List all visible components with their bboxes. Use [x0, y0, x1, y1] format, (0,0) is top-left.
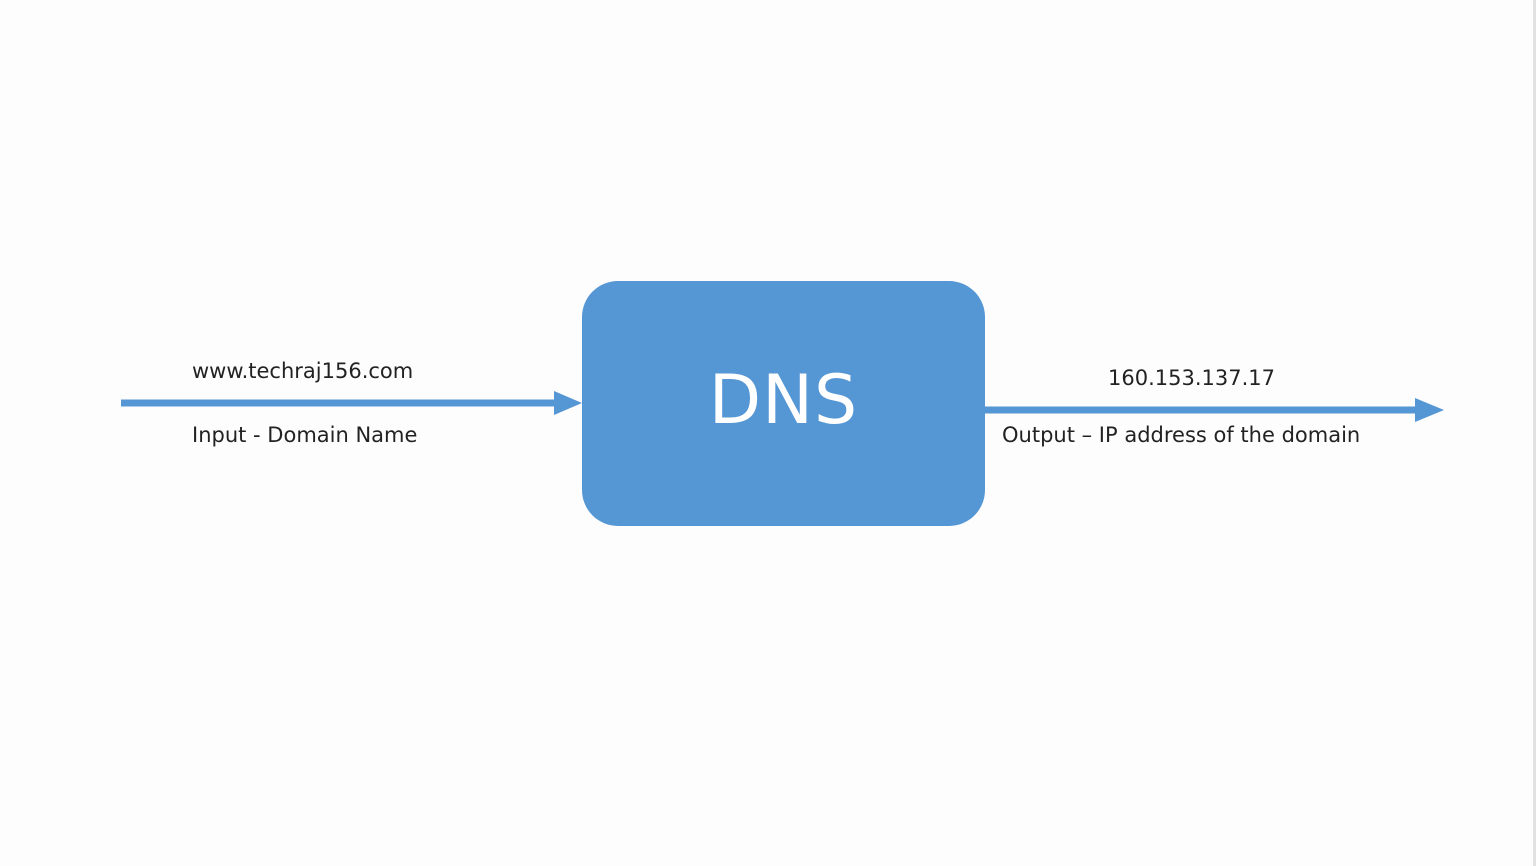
input-arrow — [121, 391, 582, 415]
output-caption: Output – IP address of the domain — [1002, 423, 1361, 447]
output-arrow — [985, 398, 1444, 422]
dns-box-label: DNS — [708, 361, 859, 440]
dns-process-box: DNS — [582, 281, 985, 526]
output-arrowhead — [1415, 398, 1444, 422]
output-ip-value: 160.153.137.17 — [1108, 366, 1275, 390]
slide-edge-divider — [1533, 0, 1536, 866]
input-arrowhead — [554, 391, 582, 415]
input-domain-value: www.techraj156.com — [192, 359, 414, 383]
input-caption: Input - Domain Name — [192, 423, 418, 447]
